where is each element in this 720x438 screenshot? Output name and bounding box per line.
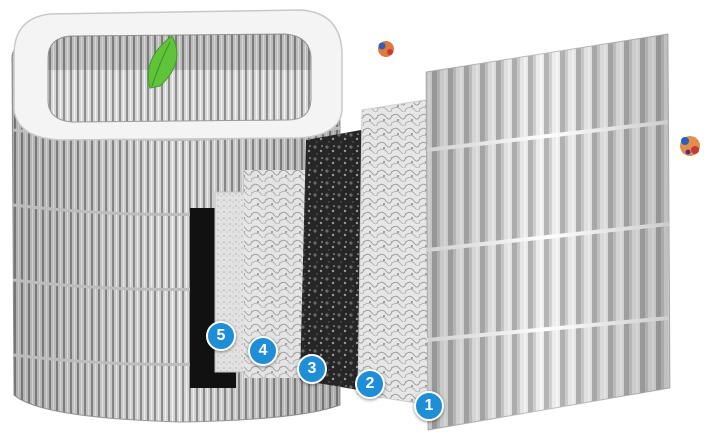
layer-badge-5: 5 <box>206 321 236 351</box>
layer-badge-4: 4 <box>248 336 278 366</box>
activated-carbon-layer <box>300 128 372 392</box>
hepa-panel <box>425 33 671 431</box>
pollutant-particle-icon <box>680 136 700 156</box>
layer-badge-3: 3 <box>297 354 327 384</box>
layer-badge-1: 1 <box>414 391 444 421</box>
pollutant-particle-icon <box>378 41 394 57</box>
leaf-icon <box>147 35 178 89</box>
layer-badge-2: 2 <box>355 369 385 399</box>
